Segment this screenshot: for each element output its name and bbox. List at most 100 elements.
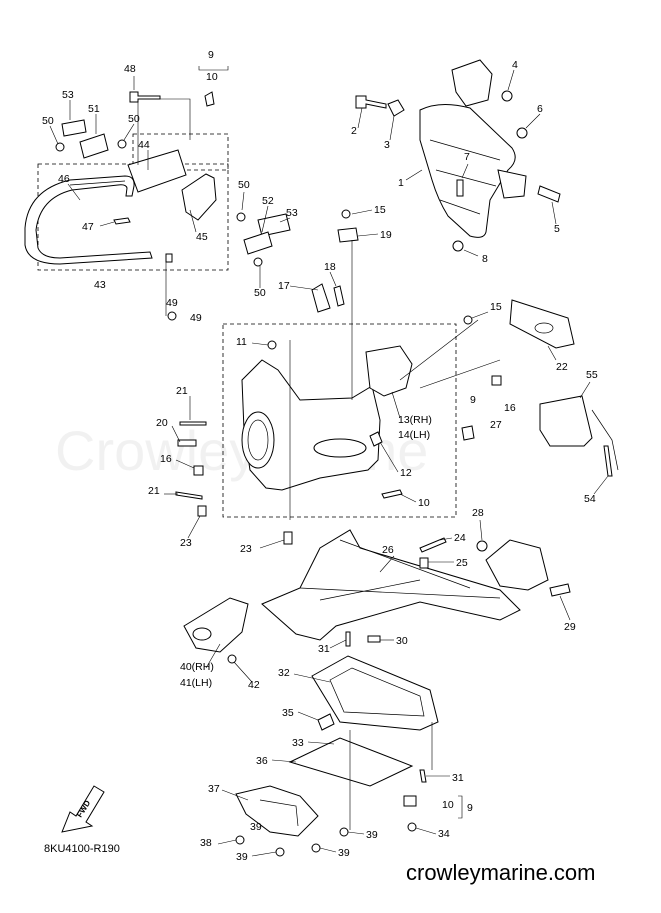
callout-48: 48: [124, 63, 136, 75]
frame-mount-right: [485, 539, 549, 591]
bracket-17: [311, 283, 331, 313]
callout-2: 2: [351, 125, 357, 137]
frame-leaders: [289, 240, 501, 520]
callout-47: 47: [82, 221, 94, 233]
callout-17: 17: [278, 280, 290, 292]
fwd-arrow: FWD: [61, 785, 105, 833]
callout-leaders: [49, 69, 609, 857]
plate-51: [79, 133, 109, 159]
guard-37-detail: [259, 799, 299, 827]
callout-10: 10: [418, 497, 430, 509]
washer-49b: [167, 311, 177, 321]
screw-38: [235, 835, 245, 845]
callout-41: 41(LH): [180, 677, 212, 689]
plate-22: [509, 299, 575, 349]
callout-27: 27: [490, 419, 502, 431]
bolt-20: [177, 439, 197, 447]
callout-22: 22: [556, 361, 568, 373]
bolt-29: [549, 583, 571, 597]
callout-44: 44: [138, 139, 150, 151]
callout-37: 37: [208, 783, 220, 795]
callout-7: 7: [464, 151, 470, 163]
callout-53: 53: [286, 207, 298, 219]
callout-45: 45: [196, 231, 208, 243]
callout-16: 16: [160, 453, 172, 465]
callout-43: 43: [94, 279, 106, 291]
bumper-edge: [69, 180, 126, 186]
lower-cover-group: [235, 655, 439, 857]
callout-9: 9: [208, 49, 214, 61]
callout-34: 34: [438, 828, 450, 840]
callout-19: 19: [380, 229, 392, 241]
tag-53b: [257, 213, 291, 237]
screw-39c: [275, 847, 285, 857]
callout-53: 53: [62, 89, 74, 101]
clip-12: [369, 431, 383, 447]
bracket-9-10-bottom: [458, 795, 463, 819]
callout-10: 10: [206, 71, 218, 83]
callout-15: 15: [490, 301, 502, 313]
callout-28: 28: [472, 507, 484, 519]
cover-leaders: [349, 722, 433, 830]
callout-31: 31: [318, 643, 330, 655]
bracket-13-14: [365, 345, 413, 397]
callout-30: 30: [396, 635, 408, 647]
nut-35: [317, 713, 335, 731]
panel-55-line: [591, 409, 619, 471]
callout-39: 39: [250, 821, 262, 833]
bolt-23b: [283, 531, 293, 545]
callout-9: 9: [467, 802, 473, 814]
callout-51: 51: [88, 103, 100, 115]
callout-39: 39: [236, 851, 248, 863]
side-panel-group: [539, 395, 619, 477]
callout-3: 3: [384, 139, 390, 151]
bracket-40-41: [183, 597, 249, 653]
callout-15: 15: [374, 204, 386, 216]
main-frame-tubes: [299, 539, 501, 601]
site-url[interactable]: crowleymarine.com: [406, 860, 596, 885]
nut-50b: [117, 139, 127, 149]
pin-18: [333, 285, 345, 307]
main-frame-group: [183, 529, 571, 664]
nut-6: [516, 127, 528, 139]
plate-52: [243, 231, 273, 255]
damper-16a: [193, 465, 204, 476]
front-frame-group: [175, 209, 575, 545]
callout-46: 46: [58, 173, 70, 185]
bracket-44: [127, 149, 187, 193]
cover-32-inner: [329, 667, 425, 717]
clip-24: [419, 537, 447, 553]
callout-35: 35: [282, 707, 294, 719]
screw-25: [419, 557, 429, 569]
nut-50a: [55, 142, 65, 152]
callout-50: 50: [254, 287, 266, 299]
fwd-arrow-icon: [61, 785, 105, 833]
callout-32: 32: [278, 667, 290, 679]
frame-1-bars: [429, 139, 501, 215]
callout-23: 23: [180, 537, 192, 549]
collar-3: [387, 99, 405, 117]
callout-8: 8: [482, 253, 488, 265]
callout-50: 50: [128, 113, 140, 125]
callout-42: 42: [248, 679, 260, 691]
callout-14: 14(LH): [398, 429, 430, 441]
bolt-49a: [165, 253, 173, 263]
clip-19: [337, 227, 359, 243]
screw-39a: [339, 827, 349, 837]
pin-31a: [345, 631, 351, 647]
screw-15b: [463, 315, 473, 325]
callout-39: 39: [338, 847, 350, 859]
clip-10-mid: [381, 489, 403, 499]
callout-21: 21: [176, 385, 188, 397]
callout-39: 39: [366, 829, 378, 841]
callout-55: 55: [586, 369, 598, 381]
callout-16: 16: [504, 402, 516, 414]
nut-27: [461, 425, 475, 441]
callout-50: 50: [42, 115, 54, 127]
nut-4: [501, 90, 513, 102]
panel-55: [539, 395, 593, 447]
bolt-2: [355, 95, 387, 109]
callout-26: 26: [382, 544, 394, 556]
callout-40: 40(RH): [180, 661, 214, 673]
